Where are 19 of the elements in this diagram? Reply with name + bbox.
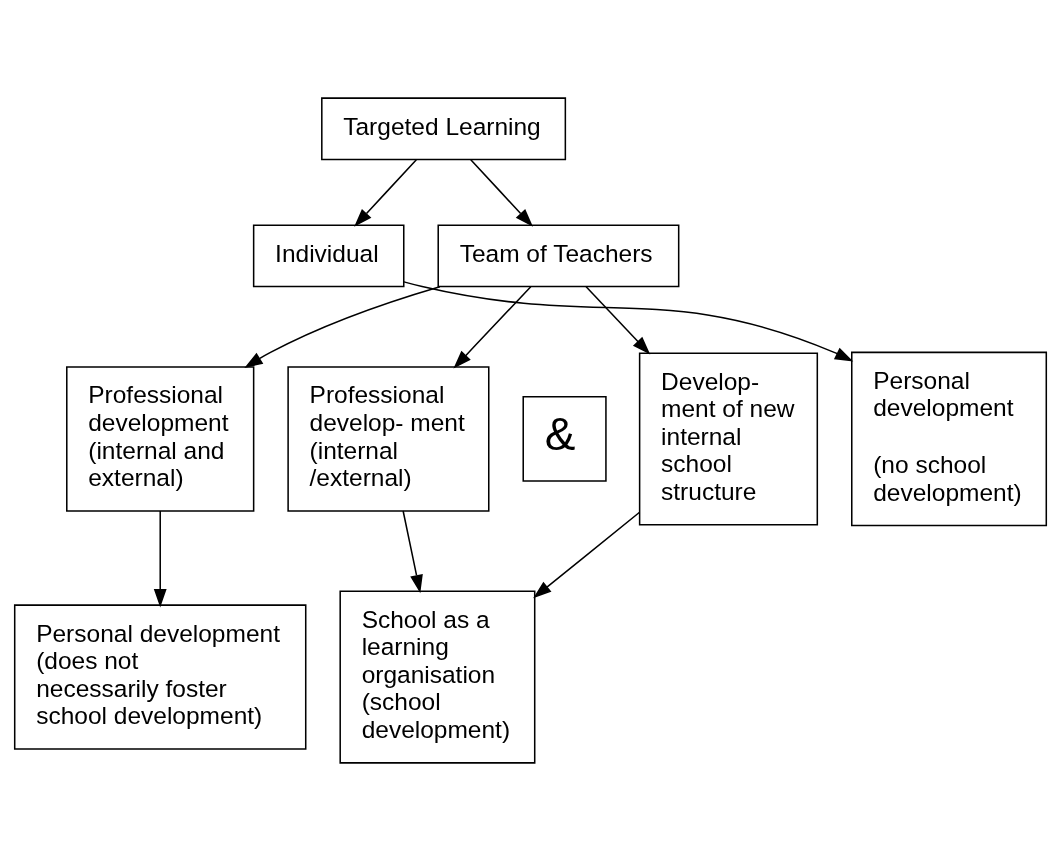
arrow [402, 510, 423, 594]
node-box: Professional development (internal and external) [66, 366, 255, 512]
arrow [244, 285, 441, 369]
arrow [585, 285, 651, 355]
node-box: Professional develop- ment (internal /external) [287, 366, 490, 512]
arrow [354, 158, 418, 227]
arrow [470, 158, 533, 227]
node-box: Personal development (does not necessarily foster school development) [13, 604, 307, 750]
node-box: & [522, 396, 607, 482]
node-box: Personal development (no school development) [851, 351, 1048, 527]
node-box: Develop- ment of new internal school structure [638, 352, 819, 526]
arrow [453, 285, 532, 369]
arrow [153, 510, 167, 608]
arrow [403, 281, 854, 362]
node-box: School as a learning organisation (school development) [339, 590, 536, 764]
node-box: Individual [252, 224, 405, 288]
node-box: Targeted Learning [321, 97, 567, 161]
arrow [533, 511, 641, 599]
node-box: Team of Teachers [437, 224, 680, 288]
